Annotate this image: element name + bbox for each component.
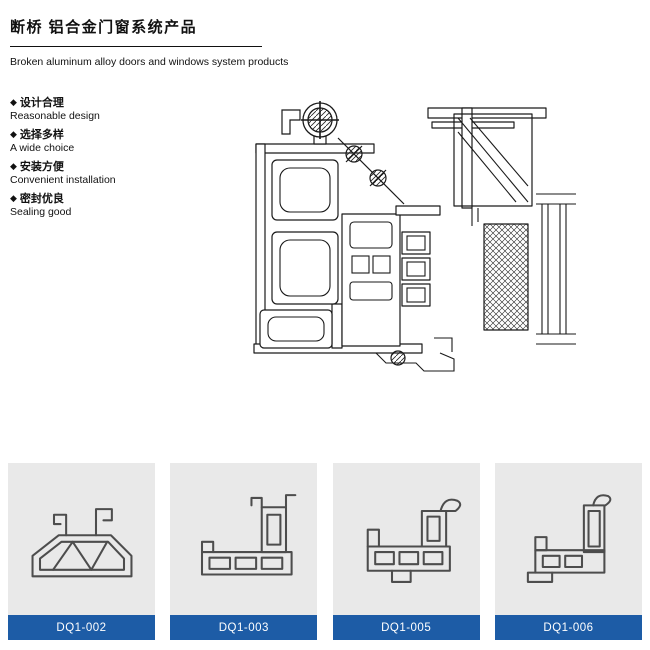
feature-item: ◆设计合理 Reasonable design: [10, 95, 220, 123]
feature-label-cn: ◆密封优良: [10, 191, 220, 206]
feature-text-cn: 选择多样: [19, 129, 64, 141]
feature-item: ◆选择多样 A wide choice: [10, 127, 220, 155]
profile-drawing-dq1-003: [200, 494, 297, 576]
product-card: DQ1-005: [332, 463, 480, 640]
product-code-label: DQ1-006: [494, 615, 642, 640]
roller-symbol: [301, 101, 339, 139]
feature-label-cn: ◆安装方便: [10, 159, 220, 174]
product-code-label: DQ1-005: [332, 615, 480, 640]
profile-thumbnail: [494, 463, 642, 615]
diamond-bullet-icon: ◆: [10, 161, 17, 171]
header: 断桥 铝合金门窗系统产品 Broken aluminum alloy doors…: [10, 16, 288, 68]
product-cards: DQ1-002 DQ1-: [8, 463, 642, 640]
product-card: DQ1-002: [8, 463, 155, 640]
bottom-screw-symbol: [390, 350, 406, 366]
diamond-bullet-icon: ◆: [10, 97, 17, 107]
product-code-label: DQ1-003: [170, 615, 318, 640]
feature-text-cn: 安装方便: [19, 161, 64, 173]
feature-label-cn: ◆选择多样: [10, 127, 220, 142]
feature-label-en: Sealing good: [10, 206, 72, 218]
page-title: 断桥 铝合金门窗系统产品: [10, 16, 262, 47]
profile-drawing-dq1-002: [31, 508, 132, 578]
profile-thumbnail: [332, 463, 480, 615]
feature-text-cn: 密封优良: [19, 193, 64, 205]
diamond-bullet-icon: ◆: [10, 193, 17, 203]
page-subtitle: Broken aluminum alloy doors and windows …: [10, 56, 289, 68]
feature-text-cn: 设计合理: [19, 97, 64, 109]
product-card: DQ1-006: [494, 463, 642, 640]
product-code-label: DQ1-002: [8, 615, 155, 640]
feature-item: ◆密封优良 Sealing good: [10, 191, 220, 219]
profile-thumbnail: [170, 463, 318, 615]
cross-section-drawing: [253, 101, 576, 372]
profile-drawing-dq1-005: [366, 498, 462, 583]
product-card: DQ1-003: [170, 463, 318, 640]
feature-label-en: Reasonable design: [10, 110, 100, 122]
cross-section-diagram: [226, 86, 578, 398]
feature-list: ◆设计合理 Reasonable design ◆选择多样 A wide cho…: [10, 95, 220, 223]
diamond-bullet-icon: ◆: [10, 129, 17, 139]
screw-symbol: [337, 137, 405, 205]
profile-thumbnail: [8, 463, 155, 615]
feature-label-cn: ◆设计合理: [10, 95, 220, 110]
feature-item: ◆安装方便 Convenient installation: [10, 159, 220, 187]
profile-drawing-dq1-006: [527, 494, 612, 583]
feature-label-en: A wide choice: [10, 142, 75, 154]
feature-label-en: Convenient installation: [10, 174, 116, 186]
